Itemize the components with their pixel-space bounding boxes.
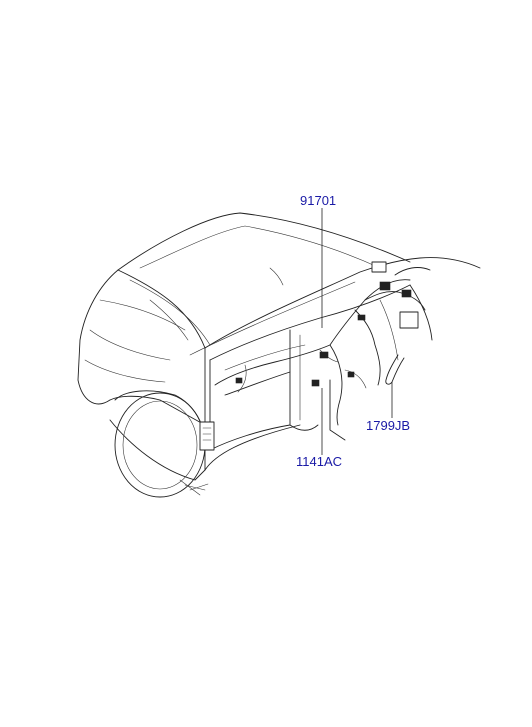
wiring-harness [199,261,431,451]
callout-harness-main: 91701 [300,193,336,208]
clip-part [385,354,405,385]
callout-clip: 1799JB [366,418,410,433]
vehicle-body [77,212,481,481]
callout-bolt: 1141AC [296,454,342,469]
wheel [114,390,209,498]
